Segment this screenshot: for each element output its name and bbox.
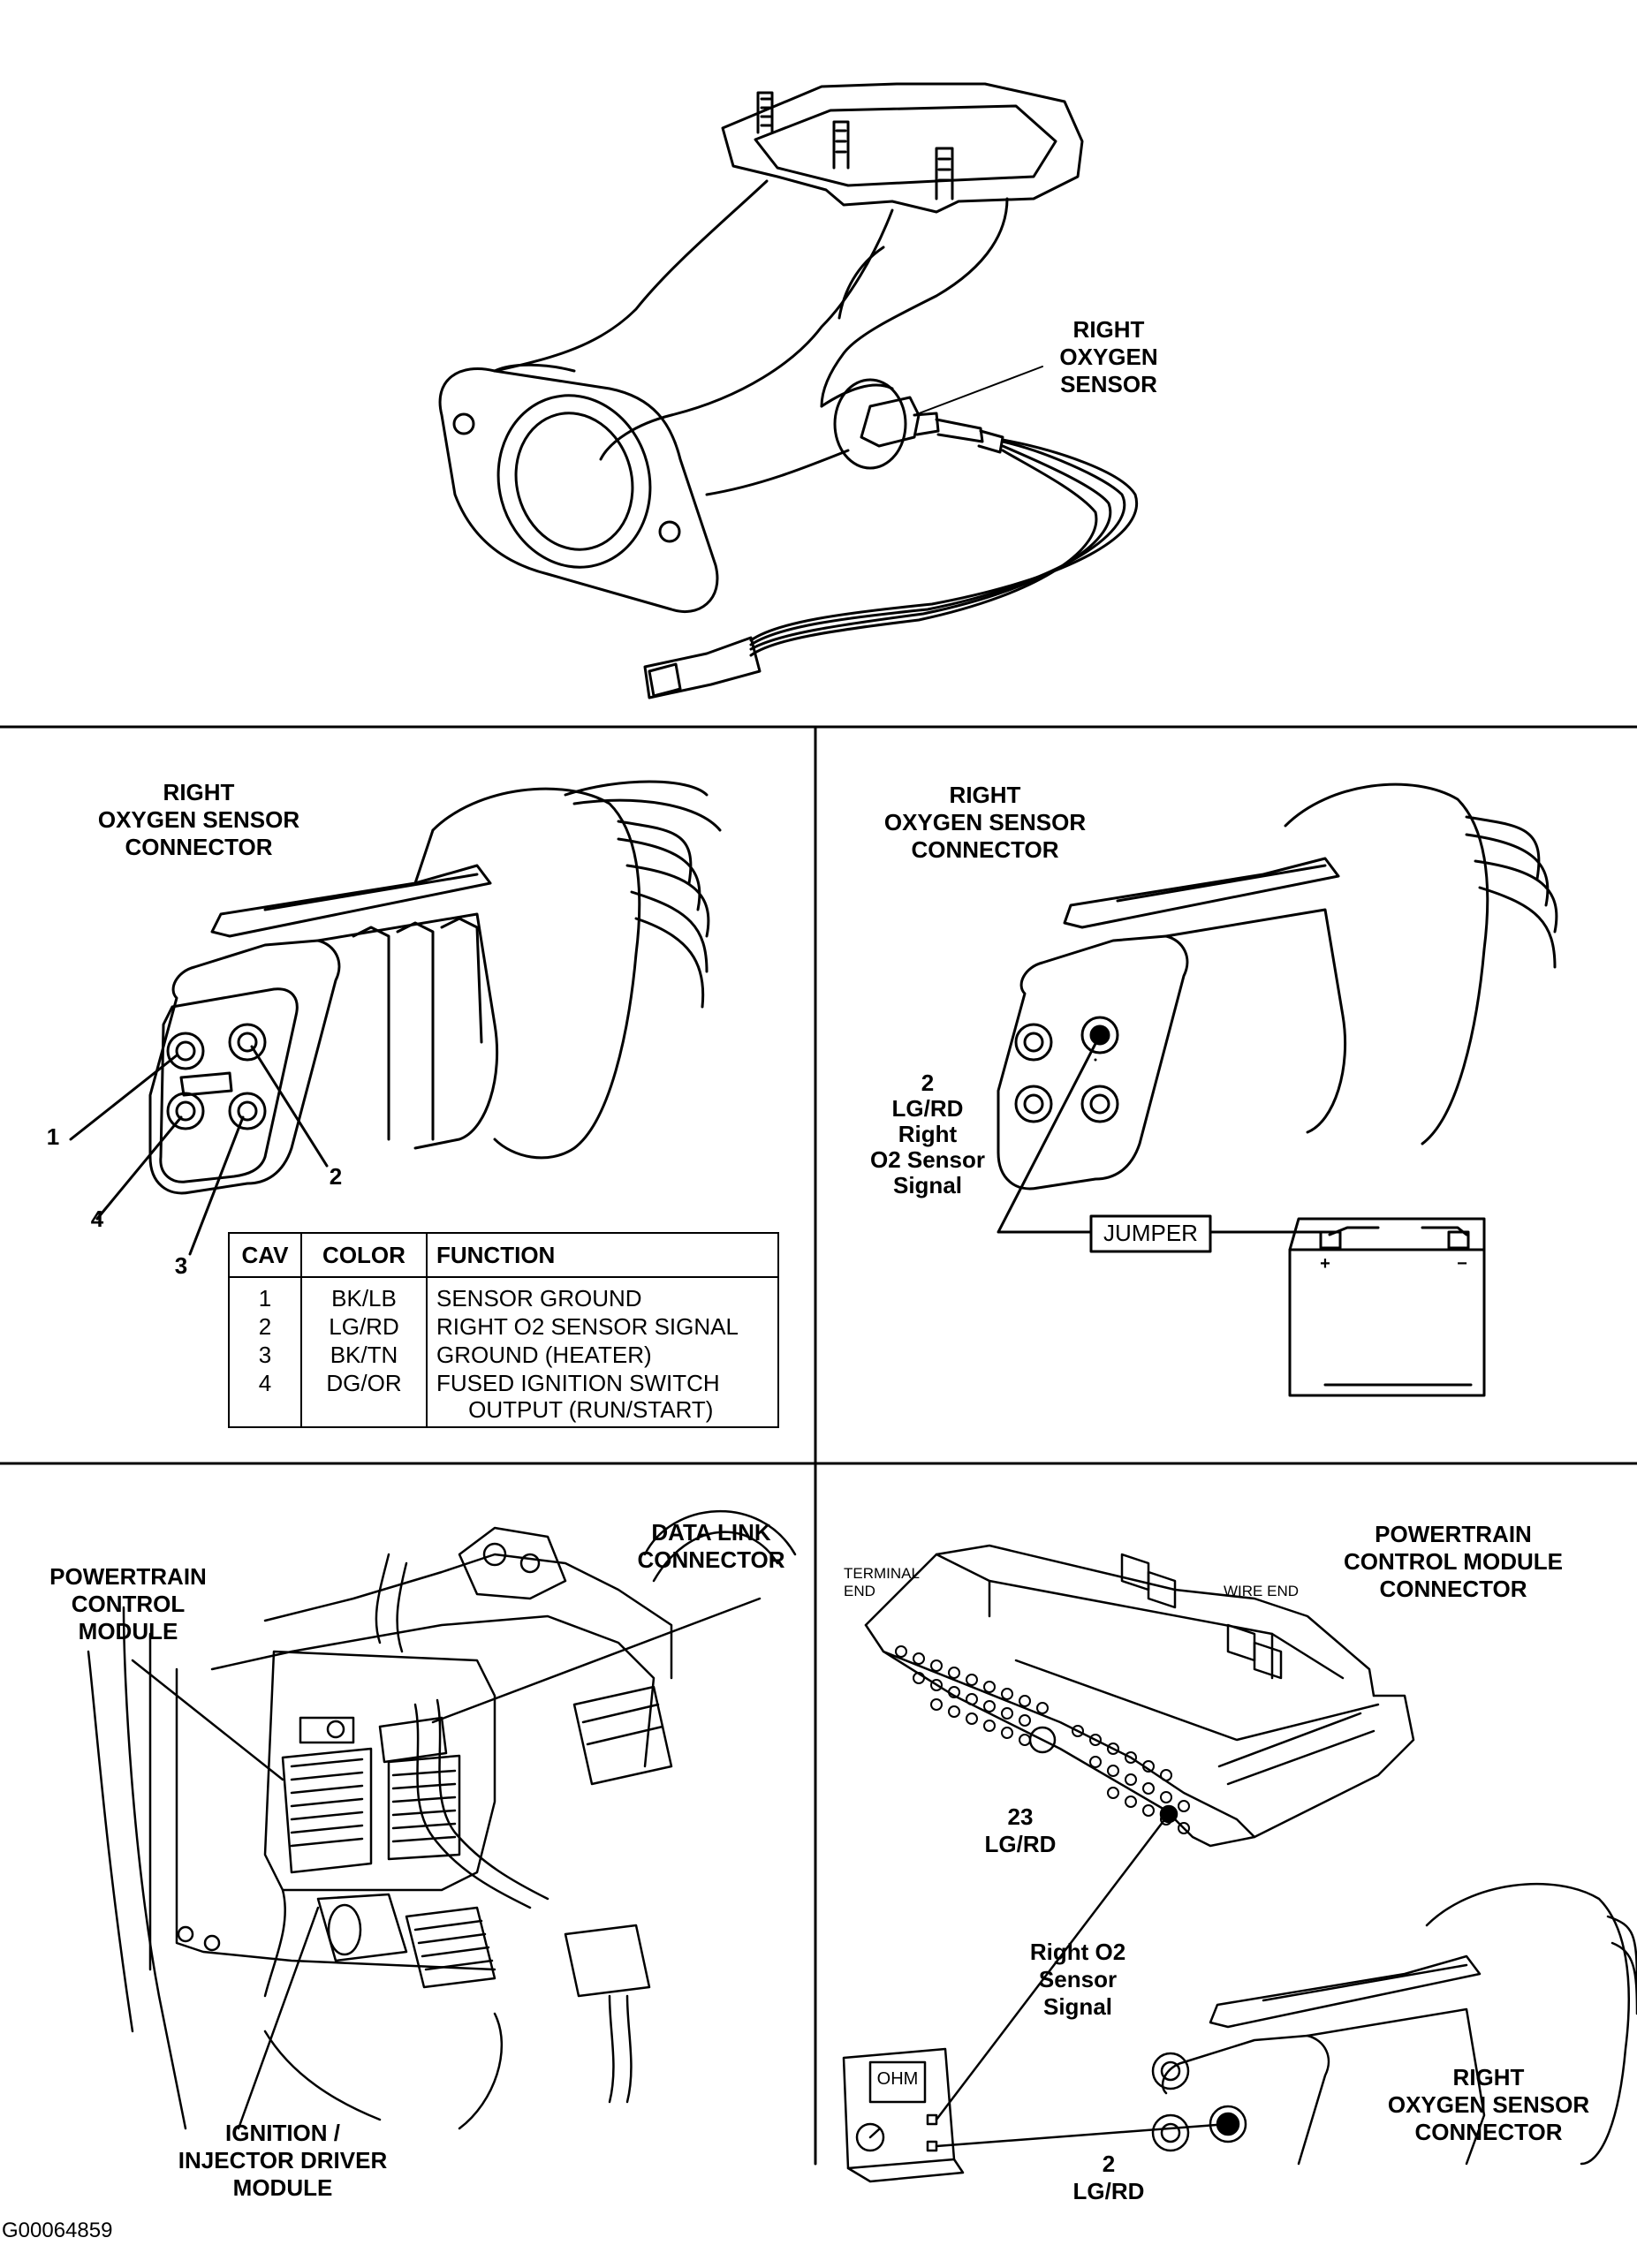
cav-cell: 4 bbox=[229, 1370, 302, 1427]
cav-cell: 2 bbox=[229, 1313, 302, 1342]
pin-label-1: 1 bbox=[46, 1123, 60, 1150]
header-cav: CAV bbox=[229, 1233, 302, 1278]
cav-cell: 1 bbox=[229, 1277, 302, 1314]
label-pin-2: 2 LG/RD bbox=[1072, 2151, 1145, 2204]
o2-connector-drawing bbox=[69, 780, 722, 1256]
label-pin-2-signal: 2 LG/RD Right O2 Sensor Signal bbox=[869, 1070, 986, 1198]
cavity-table: CAV COLOR FUNCTION 1 BK/LB SENSOR GROUND… bbox=[228, 1232, 779, 1428]
battery-plus: + bbox=[1320, 1254, 1330, 1274]
function-cell: FUSED IGNITION SWITCH OUTPUT (RUN/START) bbox=[436, 1370, 720, 1424]
battery-minus: − bbox=[1457, 1254, 1467, 1274]
jumper-box bbox=[1089, 1214, 1212, 1253]
function-cell: GROUND (HEATER) bbox=[436, 1342, 652, 1369]
header-function: FUNCTION bbox=[427, 1233, 778, 1278]
pcm-pin-rows bbox=[895, 1645, 1190, 1834]
label-o2-sensor-connector-bottom: RIGHT OXYGEN SENSOR CONNECTOR bbox=[1387, 2064, 1590, 2145]
color-cell: BK/TN bbox=[301, 1342, 428, 1371]
label-data-link-connector: DATA LINK CONNECTOR bbox=[637, 1519, 785, 1573]
jumper-test-drawing bbox=[997, 782, 1558, 1397]
label-terminal-end: TERMINAL END bbox=[844, 1565, 920, 1599]
label-ignition-injector-driver-module: IGNITION / INJECTOR DRIVER MODULE bbox=[178, 2120, 388, 2201]
pin-label-3: 3 bbox=[174, 1252, 188, 1279]
pin-label-4: 4 bbox=[90, 1206, 104, 1232]
function-cell: SENSOR GROUND bbox=[436, 1285, 642, 1312]
table-row: 3 BK/TN GROUND (HEATER) bbox=[229, 1342, 778, 1371]
panel-dividers bbox=[0, 725, 1637, 2166]
label-powertrain-control-module: POWERTRAIN CONTROL MODULE bbox=[49, 1563, 207, 1644]
label-pin-23: 23 LG/RD bbox=[984, 1803, 1057, 1857]
table-row: 1 BK/LB SENSOR GROUND bbox=[229, 1277, 778, 1314]
header-color: COLOR bbox=[301, 1233, 428, 1278]
color-cell: LG/RD bbox=[301, 1313, 428, 1342]
ohmmeter-display bbox=[868, 2060, 927, 2104]
label-wire-end: WIRE END bbox=[1224, 1583, 1299, 1599]
ohmmeter-label: OHM bbox=[876, 2069, 919, 2089]
pin-label-2: 2 bbox=[329, 1163, 343, 1190]
label-pcm-connector: POWERTRAIN CONTROL MODULE CONNECTOR bbox=[1344, 1521, 1563, 1602]
color-cell: BK/LB bbox=[301, 1277, 428, 1314]
color-cell: DG/OR bbox=[301, 1370, 428, 1427]
label-o2-sensor-connector-left: RIGHT OXYGEN SENSOR CONNECTOR bbox=[97, 779, 300, 860]
cavity-table-header: CAV COLOR FUNCTION bbox=[229, 1233, 778, 1278]
label-right-oxygen-sensor: RIGHT OXYGEN SENSOR bbox=[1059, 316, 1158, 397]
pcm-connector-drawing bbox=[842, 1544, 1637, 2183]
label-right-o2-sensor-signal: Right O2 Sensor Signal bbox=[1029, 1939, 1126, 2020]
figure-id: G00064859 bbox=[2, 2219, 113, 2242]
label-jumper: JUMPER bbox=[1103, 1220, 1198, 1246]
table-row: 4 DG/OR FUSED IGNITION SWITCH OUTPUT (RU… bbox=[229, 1370, 778, 1427]
function-cell: RIGHT O2 SENSOR SIGNAL bbox=[436, 1313, 739, 1341]
label-o2-sensor-connector-right: RIGHT OXYGEN SENSOR CONNECTOR bbox=[883, 782, 1087, 863]
exhaust-manifold-drawing bbox=[438, 82, 1139, 699]
table-row: 2 LG/RD RIGHT O2 SENSOR SIGNAL bbox=[229, 1313, 778, 1342]
cav-cell: 3 bbox=[229, 1342, 302, 1371]
engine-compartment-drawing bbox=[87, 1510, 797, 2130]
